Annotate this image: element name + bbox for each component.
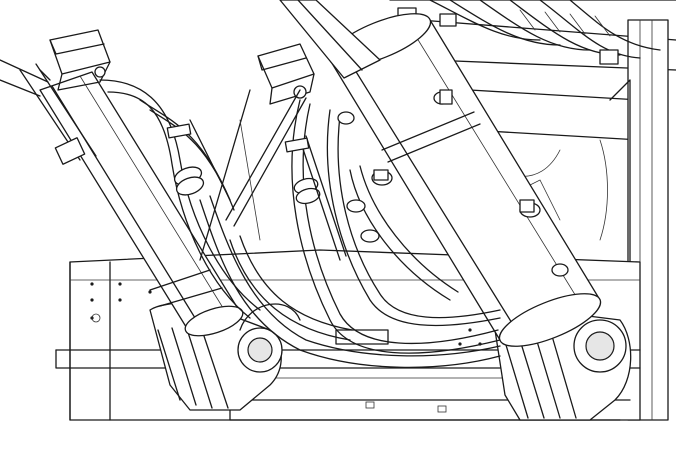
hose-clamps: [166, 89, 535, 213]
sensor-box-center: [257, 43, 315, 105]
hose-left: [99, 79, 261, 319]
hydraulic-cylinder-left: [0, 59, 244, 337]
hydraulic-cylinder-center: [279, 0, 602, 347]
sensor-box-left: [39, 29, 111, 91]
mounting-bracket-left: [149, 302, 301, 411]
v-frame-struts: [189, 89, 347, 261]
